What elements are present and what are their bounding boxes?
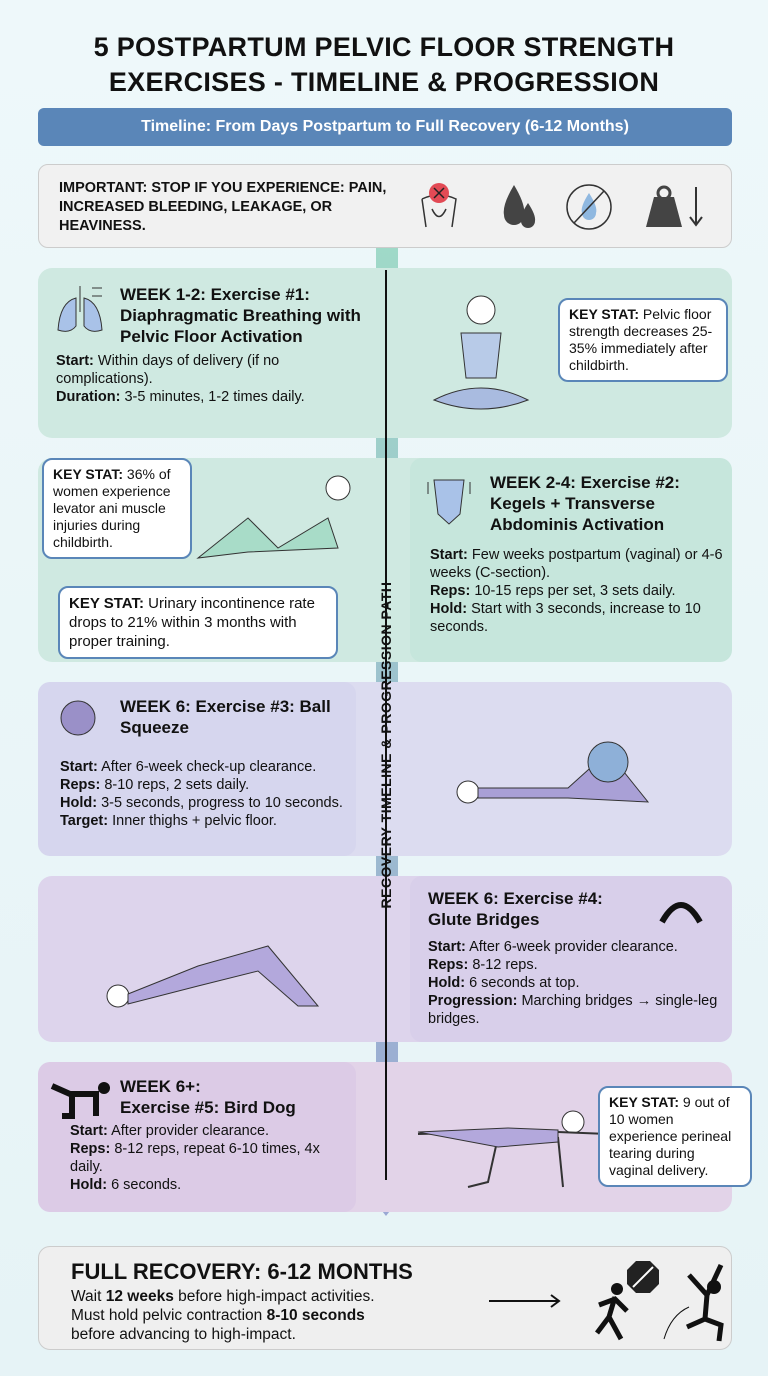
exercise-4-title: WEEK 6: Exercise #4: Glute Bridges — [428, 889, 603, 929]
running-figure-icon — [595, 1283, 629, 1341]
warning-text: IMPORTANT: STOP IF YOU EXPERIENCE: PAIN,… — [59, 180, 387, 234]
exercise-5-details: Start: After provider clearance. Reps: 8… — [70, 1123, 320, 1193]
exercise-5-card: WEEK 6+:Exercise #5: Bird Dog Start: Aft… — [38, 1062, 356, 1212]
exercise-3-details: Start: After 6-week check-up clearance. … — [60, 759, 343, 829]
pelvis-pain-icon — [421, 183, 457, 228]
no-leakage-icon — [566, 184, 612, 230]
key-stat-bubble-3: KEY STAT: Urinary incontinence rate drop… — [58, 586, 338, 659]
pelvic-tilt-figure-illustration — [196, 475, 351, 559]
glute-bridge-figure-illustration — [106, 945, 320, 1008]
arrow-right-icon — [489, 1294, 561, 1308]
exercise-2-title: WEEK 2-4: Exercise #2: Kegels + Transver… — [490, 473, 680, 534]
bridge-icon — [659, 902, 703, 924]
bird-dog-figure-illustration — [417, 1110, 609, 1188]
heavy-weight-icon — [646, 185, 703, 227]
key-stat-bubble-2: KEY STAT: 36% of women experience levato… — [42, 458, 192, 559]
exercise-1-title: WEEK 1-2: Exercise #1: Diaphragmatic Bre… — [120, 285, 361, 346]
stop-sign-icon — [627, 1261, 659, 1293]
lungs-icon — [57, 286, 103, 332]
timeline-banner: Timeline: From Days Postpartum to Full R… — [38, 108, 732, 146]
exercise-3-title: WEEK 6: Exercise #3: Ball Squeeze — [120, 697, 331, 737]
exercise-3-card: WEEK 6: Exercise #3: Ball Squeeze Start:… — [38, 682, 356, 856]
full-recovery-text: Wait 12 weeks before high-impact activit… — [71, 1288, 375, 1343]
exercise-4-card: WEEK 6: Exercise #4: Glute Bridges Start… — [410, 876, 732, 1042]
timeline-line — [385, 270, 387, 1180]
exercise-4-details: Start: After 6-week provider clearance. … — [428, 939, 718, 1027]
exercise-1-details: Start: Within days of delivery (if no co… — [56, 353, 305, 405]
ball-squeeze-figure-illustration — [456, 741, 650, 804]
full-recovery-title: FULL RECOVERY: 6-12 MONTHS — [71, 1259, 413, 1284]
warning-icons — [421, 183, 703, 230]
ball-icon — [60, 700, 96, 736]
bird-dog-icon — [50, 1082, 110, 1119]
exercise-2-details: Start: Few weeks postpartum (vaginal) or… — [430, 547, 723, 635]
high-impact-icons — [489, 1261, 724, 1342]
torso-icon — [427, 479, 471, 525]
full-recovery-box: FULL RECOVERY: 6-12 MONTHS Wait 12 weeks… — [38, 1246, 732, 1350]
breathing-figure-illustration — [432, 295, 530, 410]
exercise-5-title: WEEK 6+:Exercise #5: Bird Dog — [120, 1077, 296, 1117]
exercise-2-card: WEEK 2-4: Exercise #2: Kegels + Transver… — [410, 458, 732, 662]
warning-box: IMPORTANT: STOP IF YOU EXPERIENCE: PAIN,… — [38, 164, 732, 248]
key-stat-bubble-1: KEY STAT: Pelvic floor strength decrease… — [558, 298, 728, 382]
key-stat-bubble-4: KEY STAT: 9 out of 10 women experience p… — [598, 1086, 752, 1187]
blood-drops-icon — [503, 185, 536, 228]
jumping-figure-icon — [663, 1263, 724, 1342]
timeline-path-label: RECOVERY TIMELINE & PROGRESSION PATH — [378, 581, 394, 909]
